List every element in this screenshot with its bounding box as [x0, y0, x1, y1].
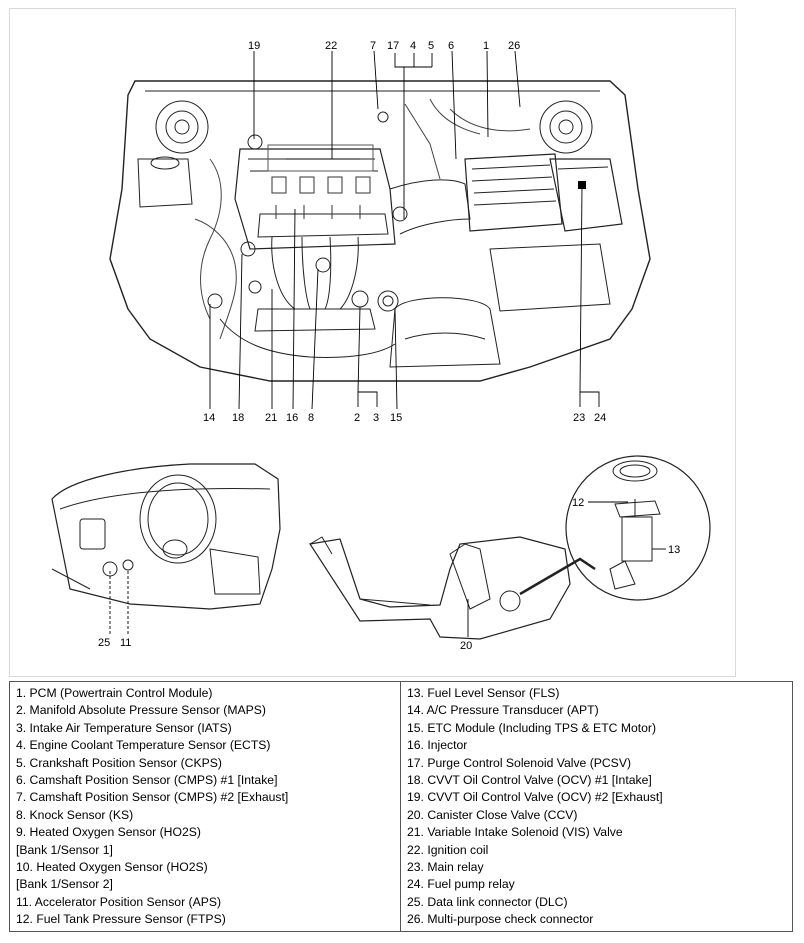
callout-1: 1: [483, 40, 489, 52]
legend-item: 22. Ignition coil: [407, 842, 489, 857]
legend-item: 12. Fuel Tank Pressure Sensor (FTPS): [16, 912, 226, 927]
legend-item: 2. Manifold Absolute Pressure Sensor (MA…: [16, 703, 266, 718]
callout-26: 26: [508, 40, 520, 52]
callout-11: 11: [120, 637, 131, 649]
legend-item: 25. Data link connector (DLC): [407, 894, 568, 909]
callout-13: 13: [668, 544, 680, 556]
legend-item: 13. Fuel Level Sensor (FLS): [407, 686, 560, 700]
legend-item: 17. Purge Control Solenoid Valve (PCSV): [407, 755, 632, 770]
legend-item: 3. Intake Air Temperature Sensor (IATS): [16, 720, 232, 735]
callout-25: 25: [98, 637, 110, 649]
legend-item: [Bank 1/Sensor 1]: [16, 842, 113, 857]
legend-item: 6. Camshaft Position Sensor (CMPS) #1 [I…: [16, 773, 278, 788]
component-legend: 1. PCM (Powertrain Control Module) 2. Ma…: [9, 681, 793, 932]
callout-6: 6: [448, 40, 454, 52]
legend-item: 7. Camshaft Position Sensor (CMPS) #2 [E…: [16, 790, 289, 805]
callout-12: 12: [572, 497, 584, 509]
callout-16: 16: [286, 412, 298, 424]
legend-item: 8. Knock Sensor (KS): [16, 807, 134, 822]
callout-24: 24: [594, 412, 606, 424]
legend-item: 21. Variable Intake Solenoid (VIS) Valve: [407, 825, 623, 840]
fuel-tank-drawing: [308, 536, 596, 640]
callout-21: 21: [265, 412, 277, 424]
legend-item: 14. A/C Pressure Transducer (APT): [407, 703, 599, 718]
tank-leader-lines: [467, 501, 666, 637]
callout-numbers: 19 22 7 17 4 5 6 1 26 14 18 21 16 8 2 3 …: [98, 40, 680, 652]
legend-item: [Bank 1/Sensor 2]: [16, 877, 113, 892]
legend-item: 1. PCM (Powertrain Control Module): [16, 686, 213, 700]
callout-23: 23: [573, 412, 585, 424]
callout-5: 5: [428, 40, 434, 52]
callout-3: 3: [373, 412, 379, 424]
legend-left-column: 1. PCM (Powertrain Control Module) 2. Ma…: [10, 682, 401, 931]
legend-item: 10. Heated Oxygen Sensor (HO2S): [16, 860, 208, 875]
callout-20: 20: [460, 640, 472, 652]
legend-item: 15. ETC Module (Including TPS & ETC Moto…: [407, 720, 657, 735]
engine-leader-lines: [209, 50, 600, 410]
legend-item: 5. Crankshaft Position Sensor (CKPS): [16, 755, 222, 770]
engine-bay-drawing: [109, 80, 651, 382]
callout-2: 2: [354, 412, 360, 424]
legend-item: 16. Injector: [407, 738, 468, 753]
callout-4: 4: [410, 40, 416, 52]
callout-19: 19: [248, 40, 260, 52]
legend-item: 9. Heated Oxygen Sensor (HO2S): [16, 825, 201, 840]
callout-8: 8: [308, 412, 314, 424]
legend-item: 26. Multi-purpose check connector: [407, 912, 594, 927]
callout-18: 18: [232, 412, 244, 424]
callout-22: 22: [325, 40, 337, 52]
dashboard-drawing: [51, 463, 281, 610]
callout-15: 15: [390, 412, 402, 424]
legend-item: 23. Main relay: [407, 860, 484, 875]
legend-item: 18. CVVT Oil Control Valve (OCV) #1 [Int…: [407, 773, 652, 788]
callout-17: 17: [387, 40, 399, 52]
callout-14: 14: [203, 412, 215, 424]
dashboard-leader-lines: [109, 569, 129, 634]
legend-item: 24. Fuel pump relay: [407, 877, 515, 892]
legend-item: 4. Engine Coolant Temperature Sensor (EC…: [16, 738, 271, 753]
fuel-pump-detail: [565, 455, 711, 601]
callout-7: 7: [370, 40, 376, 52]
legend-item: 20. Canister Close Valve (CCV): [407, 807, 578, 822]
legend-item: 19. CVVT Oil Control Valve (OCV) #2 [Exh…: [407, 790, 663, 805]
legend-right-column: 13. Fuel Level Sensor (FLS) 14. A/C Pres…: [401, 682, 792, 931]
legend-item: 11. Accelerator Position Sensor (APS): [16, 894, 222, 909]
component-location-figure: 19 22 7 17 4 5 6 1 26 14 18 21 16 8 2 3 …: [9, 8, 736, 677]
